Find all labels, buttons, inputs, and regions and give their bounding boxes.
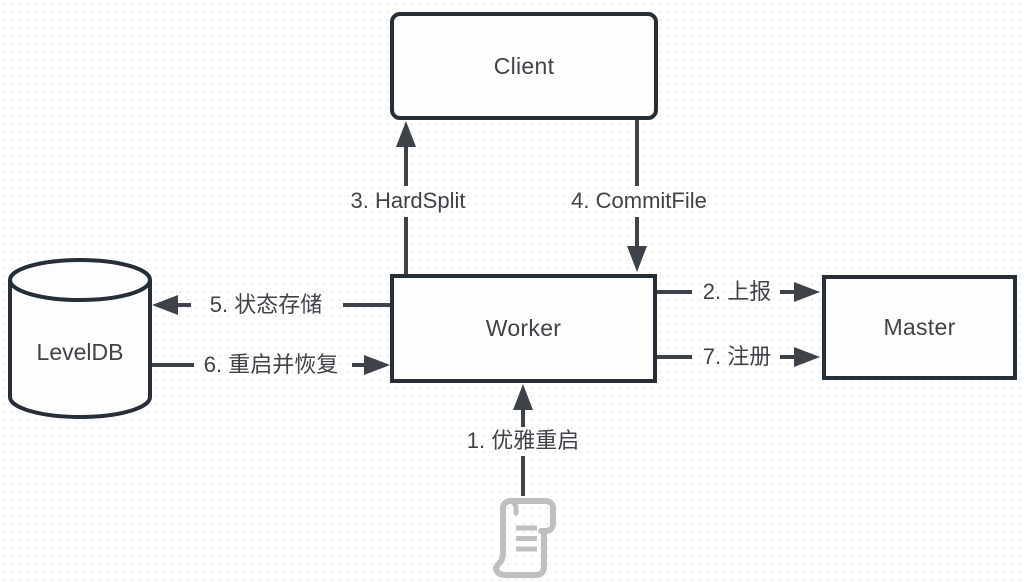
- arrowhead-commitfile-down: [627, 246, 647, 272]
- edge-label-gracefulrestart: 1. 优雅重启: [466, 427, 580, 453]
- node-master: Master: [822, 275, 1017, 380]
- arrowhead-restartrecover-right: [364, 355, 390, 375]
- edge-label-statestore: 5. 状态存储: [209, 291, 323, 317]
- edge-label-register: 7. 注册: [702, 343, 772, 369]
- node-client-label: Client: [493, 52, 555, 79]
- node-worker: Worker: [390, 274, 657, 383]
- edge-label-report: 2. 上报: [702, 278, 772, 304]
- node-worker-label: Worker: [485, 315, 562, 341]
- scroll-icon: [493, 498, 556, 578]
- arrowhead-statestore-left: [152, 295, 178, 315]
- edge-label-commitfile: 4. CommitFile: [571, 187, 707, 213]
- edge-label-restartrecover: 6. 重启并恢复: [203, 351, 339, 377]
- node-client: Client: [390, 12, 658, 120]
- arrowhead-register-right: [794, 347, 820, 367]
- arrowhead-report-right: [794, 282, 820, 302]
- node-leveldb-label: LevelDB: [36, 339, 124, 365]
- arrowhead-hardsplit-up: [396, 121, 416, 147]
- node-master-label: Master: [883, 314, 956, 340]
- edge-label-hardsplit: 3. HardSplit: [350, 187, 466, 213]
- arrowhead-gracefulrestart-up: [513, 384, 533, 410]
